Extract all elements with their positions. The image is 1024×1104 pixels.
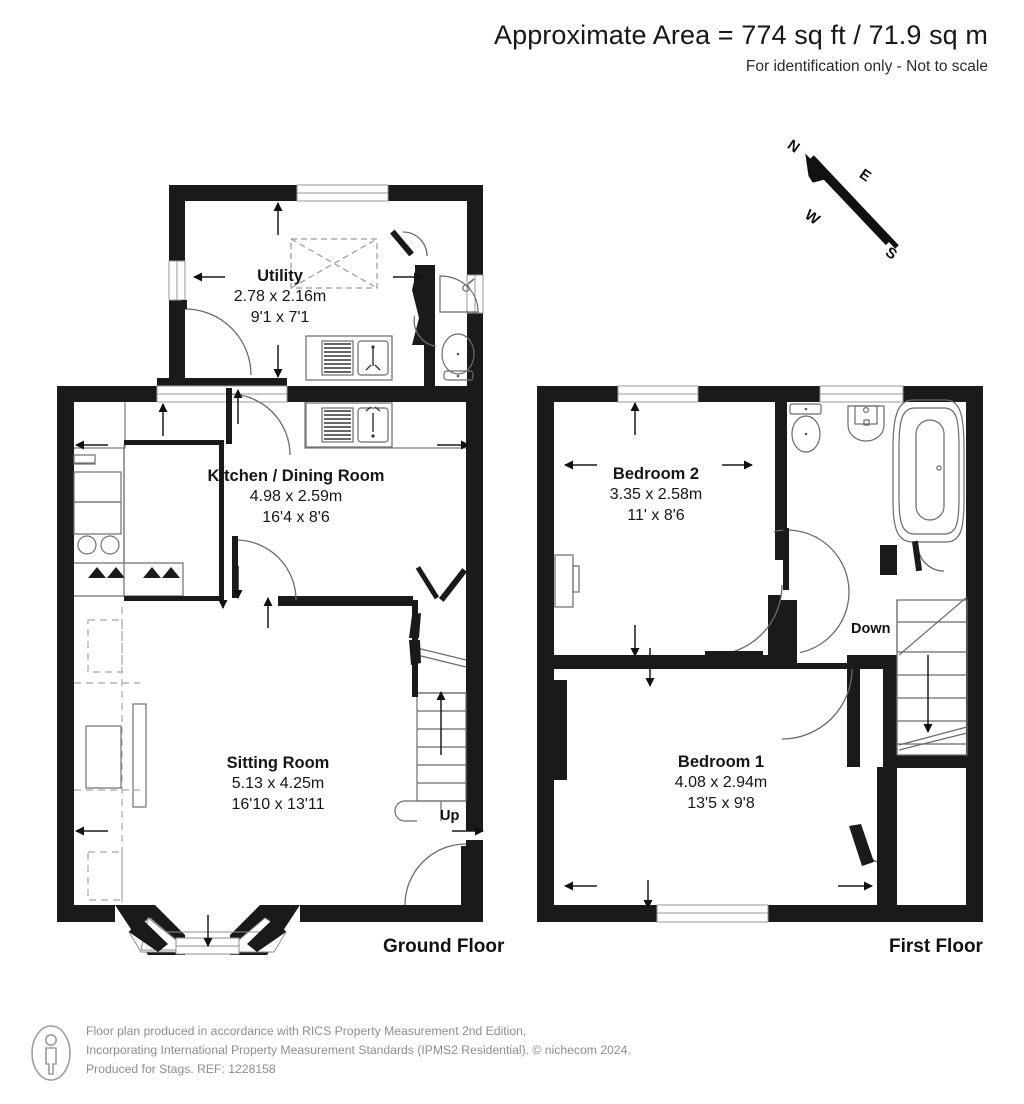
person-icon <box>31 1025 71 1081</box>
stairs-down <box>896 596 968 756</box>
ground-floor-fixtures <box>73 238 479 905</box>
ground-floor-plan <box>57 184 484 955</box>
room-metric: 3.35 x 2.58m <box>609 486 703 504</box>
stairs-up <box>394 647 467 822</box>
room-imperial: 16'10 x 13'11 <box>231 795 325 813</box>
room-name: Utility <box>257 267 303 285</box>
bathtub <box>892 399 965 543</box>
page-subtitle: For identification only - Not to scale <box>745 58 988 75</box>
ground-floor-title: Ground Floor <box>383 936 505 957</box>
wc-basin <box>439 275 479 313</box>
stair-walls <box>278 566 468 697</box>
room-name: Sitting Room <box>226 754 330 772</box>
room-metric: 2.78 x 2.16m <box>233 288 327 306</box>
bathroom-toilet <box>789 403 822 453</box>
page-title: Approximate Area = 774 sq ft / 71.9 sq m <box>493 20 988 50</box>
wc-toilet <box>441 333 475 381</box>
compass-rose <box>805 153 899 249</box>
ground-floor-walls <box>57 185 483 922</box>
room-metric: 4.98 x 2.59m <box>249 488 343 506</box>
room-label-bedroom-2: Bedroom 2 3.35 x 2.58m 11' x 8'6 <box>556 464 756 526</box>
room-imperial: 16'4 x 8'6 <box>262 508 330 526</box>
sitting-room-alcove <box>74 607 140 905</box>
room-label-bedroom-1: Bedroom 1 4.08 x 2.94m 13'5 x 9'8 <box>621 752 821 814</box>
cupboard-symbols <box>88 567 180 578</box>
room-imperial: 11' x 8'6 <box>627 506 685 524</box>
footer-text: Floor plan produced in accordance with R… <box>86 1024 631 1076</box>
ground-floor-dimension-arrows <box>75 202 484 947</box>
ground-floor-doors <box>182 229 467 906</box>
footer: Floor plan produced in accordance with R… <box>30 1022 790 1082</box>
first-floor-dimension-arrows <box>564 402 873 909</box>
bathroom-basin <box>847 405 885 442</box>
stairs-down-label: Down <box>851 621 891 637</box>
utility-unit <box>290 238 378 289</box>
room-imperial: 9'1 x 7'1 <box>250 308 310 326</box>
room-label-kitchen-dining: Kitchen / Dining Room 4.98 x 2.59m 16'4 … <box>196 466 396 528</box>
first-floor-plan <box>537 385 983 923</box>
ground-floor-windows <box>115 184 484 955</box>
sitting-room-fireplace <box>85 703 147 808</box>
bay-window <box>115 905 300 955</box>
first-floor-title: First Floor <box>889 936 983 957</box>
utility-sink <box>305 335 393 381</box>
first-floor-doors <box>705 528 945 866</box>
room-label-utility: Utility 2.78 x 2.16m 9'1 x 7'1 <box>180 266 380 328</box>
first-floor-windows <box>617 385 904 923</box>
kitchen-sink <box>305 402 393 448</box>
stairs-up-label: Up <box>440 808 460 824</box>
compass-north-arrow <box>805 153 830 183</box>
room-imperial: 13'5 x 9'8 <box>687 794 755 812</box>
bedroom2-radiator <box>554 554 574 608</box>
room-name: Bedroom 2 <box>612 465 700 483</box>
room-metric: 5.13 x 4.25m <box>231 775 325 793</box>
room-metric: 4.08 x 2.94m <box>674 774 768 792</box>
room-name: Bedroom 1 <box>677 753 765 771</box>
room-name: Kitchen / Dining Room <box>207 467 385 485</box>
first-floor-fixtures <box>554 399 968 756</box>
room-label-sitting-room: Sitting Room 5.13 x 4.25m 16'10 x 13'11 <box>178 753 378 815</box>
first-floor-walls <box>537 386 983 922</box>
compass-we-axis <box>810 155 899 249</box>
kitchen-interior-walls <box>124 440 224 601</box>
